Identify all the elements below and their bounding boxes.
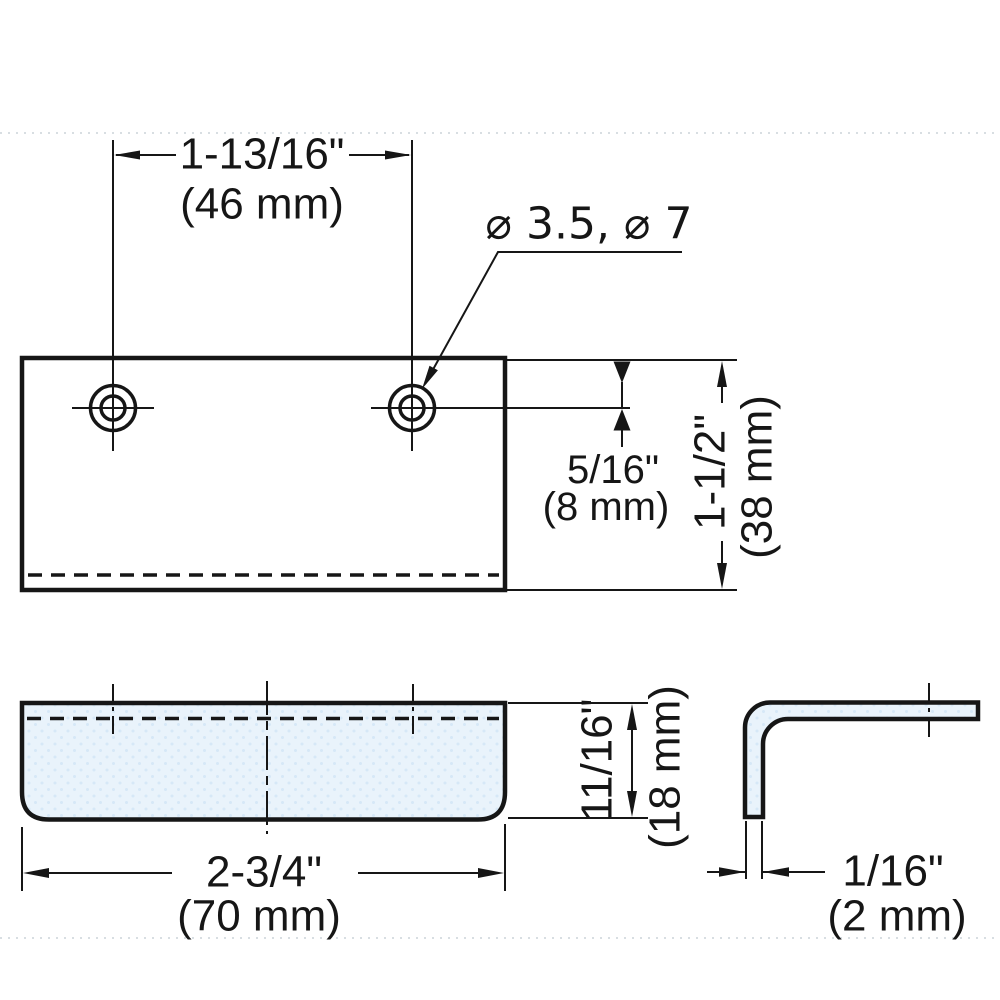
dim-height-inch: 11/16" (573, 699, 622, 821)
dim-hole-spacing-inch: 1-13/16" (180, 130, 345, 179)
dimension-thickness: 1/16" (2 mm) (707, 847, 967, 941)
dim-width-inch: 2-3/4" (206, 848, 322, 897)
screw-hole-right (371, 140, 630, 451)
front-view (19, 681, 648, 834)
dim-hole-offset-inch: 5/16" (567, 448, 659, 492)
label-hole-diameters: ⌀ 3.5, ⌀ 7 (422, 199, 693, 389)
dimension-depth: 1-1/2" (38 mm) (686, 361, 782, 589)
arrowhead-down (613, 361, 631, 383)
dim-hole-spacing-metric: (46 mm) (180, 180, 344, 229)
side-view (742, 683, 981, 879)
arrowhead-down (717, 563, 727, 589)
dimension-hole-offset: 5/16" (8 mm) (543, 361, 670, 529)
screw-hole-left (72, 140, 154, 451)
arrowhead-left (114, 150, 140, 160)
arrowhead-down (627, 791, 637, 817)
front-view-outline (19, 700, 508, 822)
top-view-outline (19, 355, 508, 593)
arrowhead-right (478, 868, 504, 878)
dim-thickness-inch: 1/16" (842, 847, 943, 896)
dim-thickness-metric: (2 mm) (827, 892, 966, 941)
hole-diameters-text: ⌀ 3.5, ⌀ 7 (486, 199, 693, 250)
side-view-outline (742, 700, 981, 820)
arrowhead-left (23, 868, 49, 878)
arrowhead-up (717, 361, 727, 387)
dim-width-metric: (70 mm) (177, 892, 341, 941)
leader-arrowhead (422, 365, 438, 389)
dimension-height: 11/16" (18 mm) (573, 685, 690, 849)
arrowhead-up (613, 409, 631, 431)
top-view (19, 140, 737, 593)
arrowhead-right (385, 150, 411, 160)
dim-height-metric: (18 mm) (641, 685, 690, 849)
arrowhead-right (719, 867, 745, 877)
dim-depth-inch: 1-1/2" (686, 414, 735, 530)
dimension-hole-spacing: 1-13/16" (46 mm) (114, 130, 411, 229)
dimension-width: 2-3/4" (70 mm) (21, 824, 506, 941)
leader-line (424, 251, 682, 385)
dim-depth-metric: (38 mm) (733, 395, 782, 559)
dim-hole-offset-metric: (8 mm) (543, 485, 670, 529)
arrowhead-up (627, 704, 637, 730)
arrowhead-left (763, 867, 789, 877)
